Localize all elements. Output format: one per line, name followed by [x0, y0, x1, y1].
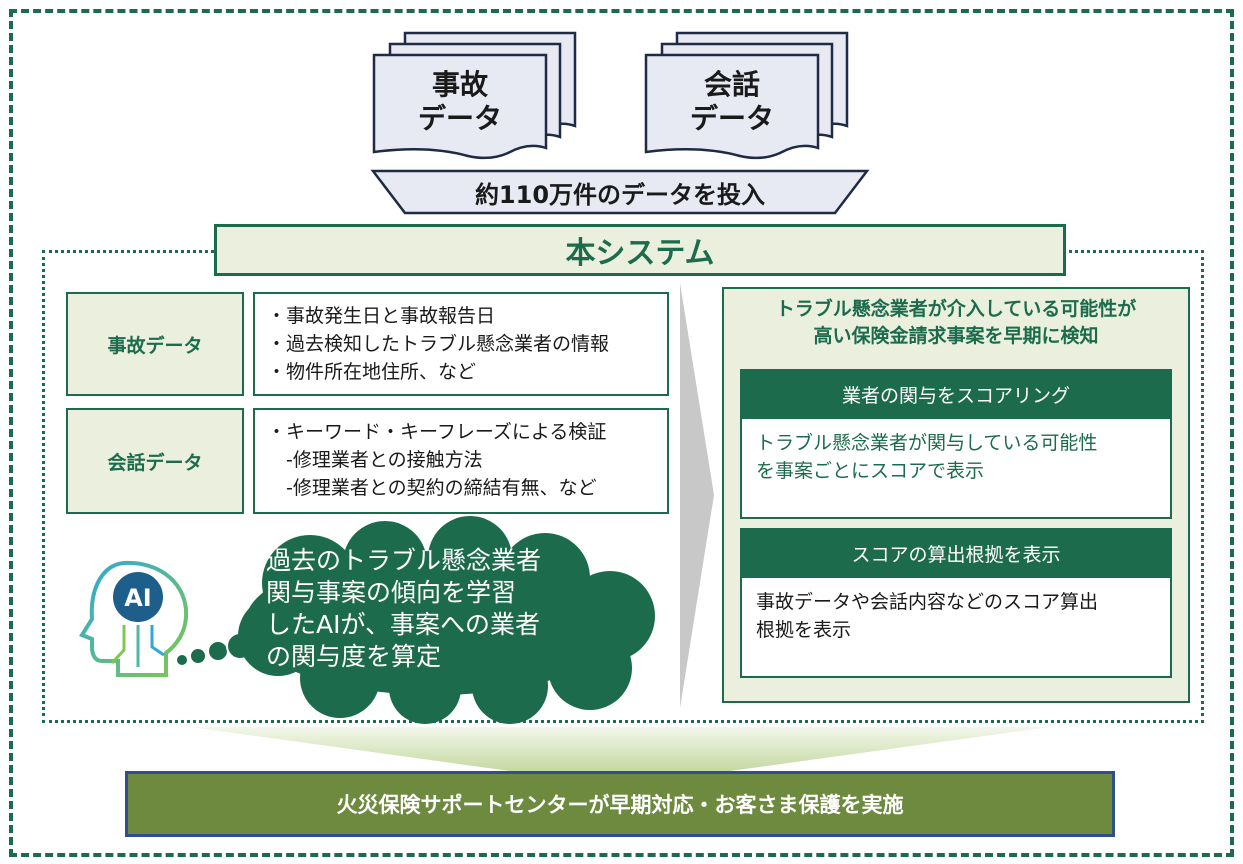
accident-data-label: 事故データ — [66, 292, 244, 396]
list-item: ・事故発生日と事故報告日 — [267, 305, 496, 327]
flow-arrow-right-icon — [680, 283, 714, 708]
conversation-data-label: 会話データ — [66, 408, 244, 514]
card-body-line: 根拠を表示 — [756, 619, 852, 641]
document-stack-icon — [644, 31, 849, 160]
document-stack-icon — [372, 31, 577, 160]
list-item: ・キーワード・キーフレーズによる検証 — [267, 421, 607, 443]
flow-arrow-down-icon — [190, 727, 1050, 771]
ai-description-line: の関与度を算定 — [266, 642, 442, 671]
scoring-card-header: 業者の関与をスコアリング — [740, 369, 1172, 419]
outcome-banner: 火災保険サポートセンターが早期対応・お客さま保護を実施 — [125, 771, 1115, 837]
card-body-line: トラブル懸念業者が関与している可能性 — [756, 432, 1098, 454]
basis-card-header: スコアの算出根拠を表示 — [740, 528, 1172, 578]
outer-frame — [9, 9, 1234, 857]
ai-description-line: 関与事案の傾向を学習 — [266, 578, 517, 607]
scoring-card-body: トラブル懸念業者が関与している可能性 を事案ごとにスコアで表示 — [740, 419, 1172, 519]
conversation-data-details: ・キーワード・キーフレーズによる検証 -修理業者との接触方法 -修理業者との契約… — [253, 408, 669, 514]
list-item: ・過去検知したトラブル懸念業者の情報 — [267, 333, 610, 355]
ai-head-icon: AI — [79, 560, 189, 677]
list-item: -修理業者との契約の締結有無、など — [267, 477, 597, 499]
system-title: 本システム — [214, 224, 1066, 276]
ai-badge-text: AI — [124, 584, 152, 612]
ai-description: 過去のトラブル懸念業者 関与事案の傾向を学習 したAIが、事案への業者 の関与度… — [266, 545, 596, 673]
thought-cloud-icon — [175, 516, 655, 724]
card-body-line: を事案ごとにスコアで表示 — [756, 460, 985, 482]
accident-data-details: ・事故発生日と事故報告日 ・過去検知したトラブル懸念業者の情報 ・物件所在地住所… — [253, 292, 669, 396]
result-title: トラブル懸念業者が介入している可能性が 高い保険金請求事案を早期に検知 — [775, 298, 1137, 347]
ai-description-line: 過去のトラブル懸念業者 — [266, 546, 542, 575]
ai-description-line: したAIが、事案への業者 — [266, 610, 540, 639]
card-body-line: 事故データや会話内容などのスコア算出 — [756, 591, 1099, 613]
accident-data-doc-label: 事故 データ — [417, 68, 502, 135]
list-item: ・物件所在地住所、など — [267, 361, 477, 383]
basis-card-body: 事故データや会話内容などのスコア算出 根拠を表示 — [740, 578, 1172, 678]
input-banner-text: 約110万件のデータを投入 — [474, 180, 766, 209]
conversation-data-doc-label: 会話 データ — [689, 68, 774, 135]
input-banner-shape — [370, 169, 870, 215]
list-item: -修理業者との接触方法 — [267, 449, 483, 471]
